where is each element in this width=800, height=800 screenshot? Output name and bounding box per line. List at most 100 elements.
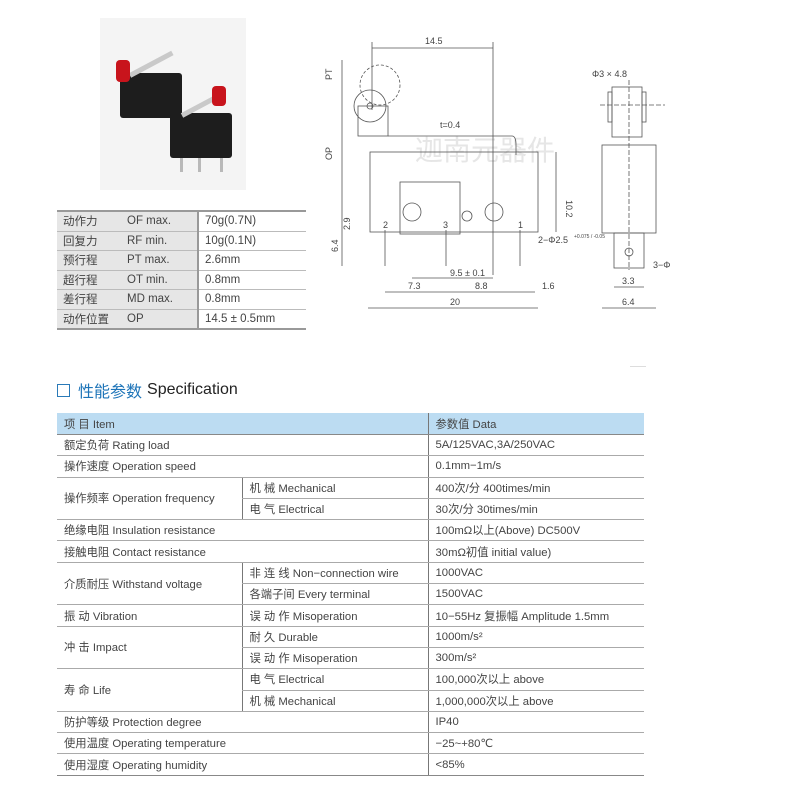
sub-item-label: 各端子间 Every terminal: [241, 583, 428, 606]
table-row: 使用湿度 Operating humidity<85%: [57, 753, 644, 776]
row-param: OF max.: [121, 210, 199, 231]
dim-top-width: 14.5: [425, 36, 443, 46]
item-label: 防护等级 Protection degree: [57, 711, 428, 734]
dim-8-8: 8.8: [475, 281, 488, 291]
item-value: 10−55Hz 复振幅 Amplitude 1.5mm: [427, 604, 644, 627]
item-label: 使用湿度 Operating humidity: [57, 753, 428, 776]
item-value: <85%: [427, 753, 644, 776]
switch-pin: [220, 158, 223, 172]
heading-en: Specification: [147, 381, 238, 398]
header-item: 项 目 Item: [57, 413, 428, 435]
dim-op: OP: [324, 147, 334, 160]
row-param: PT max.: [121, 250, 199, 270]
item-value: 400次/分 400times/min: [427, 477, 644, 499]
item-label: 操作频率 Operation frequency: [57, 477, 242, 521]
item-value: 1,000,000次以上 above: [427, 690, 644, 712]
sub-item-label: 非 连 线 Non−connection wire: [241, 562, 428, 585]
row-param: RF min.: [121, 230, 199, 251]
row-value: 0.8mm: [198, 289, 306, 309]
item-label: 绝缘电阻 Insulation resistance: [57, 519, 428, 542]
dim-1-6: 1.6: [542, 281, 555, 291]
row-label-cn: 超行程: [57, 269, 121, 290]
dim-2-9: 2.9: [342, 217, 352, 230]
item-value: IP40: [427, 711, 644, 734]
row-param: OP: [121, 308, 199, 330]
dim-height: 10.2: [564, 200, 574, 218]
sub-item-label: 机 械 Mechanical: [241, 477, 428, 499]
row-param: MD max.: [121, 289, 199, 309]
item-value: 30次/分 30times/min: [427, 498, 644, 521]
heading-cn: 性能参数: [78, 384, 143, 401]
switch-roller: [116, 60, 130, 82]
row-value: 70g(0.7N): [198, 210, 306, 231]
item-value: 300m/s²: [427, 647, 644, 670]
row-value: 0.8mm: [198, 269, 306, 290]
item-value: 1500VAC: [427, 583, 644, 606]
watermark: 迦南元器件: [415, 135, 555, 166]
row-label-cn: 动作力: [57, 210, 121, 231]
dim-pitch: 9.5 ± 0.1: [450, 268, 485, 278]
item-label: 介质耐压 Withstand voltage: [57, 562, 242, 606]
dim-20: 20: [450, 297, 460, 307]
item-label: 额定负荷 Rating load: [57, 434, 428, 457]
sub-item-label: 机 械 Mechanical: [241, 690, 428, 712]
sub-item-label: 误 动 作 Misoperation: [241, 647, 428, 670]
switch-roller: [212, 86, 226, 106]
row-label-cn: 回复力: [57, 230, 121, 251]
item-label: 接触电阻 Contact resistance: [57, 540, 428, 563]
sub-item-label: 电 气 Electrical: [241, 668, 428, 691]
dim-pt: PT: [324, 68, 334, 80]
sub-item-label: 电 气 Electrical: [241, 498, 428, 521]
pin-3-label: 3: [443, 220, 448, 230]
item-value: 0.1mm−1m/s: [427, 455, 644, 478]
item-value: 100,000次以上 above: [427, 668, 644, 691]
dim-3-3: 3.3: [622, 276, 635, 286]
item-value: 30mΩ初值 initial value): [427, 540, 644, 563]
dim-hole: 2−Φ2.5: [538, 235, 568, 245]
item-value: 1000m/s²: [427, 626, 644, 648]
row-value: 2.6mm: [198, 250, 306, 270]
row-value: 14.5 ± 0.5mm: [198, 308, 306, 330]
row-label-cn: 预行程: [57, 250, 121, 270]
switch-body: [120, 73, 182, 118]
table-header: 项 目 Item 参数值 Data: [57, 413, 644, 435]
switch-pin: [198, 158, 201, 172]
dim-side-hole: 3−Φ: [653, 260, 670, 270]
dim-7-3: 7.3: [408, 281, 421, 291]
divider: [630, 366, 646, 367]
item-label: 寿 命 Life: [57, 668, 242, 712]
dim-side-width: 6.4: [622, 297, 635, 307]
pin-1-label: 1: [518, 220, 523, 230]
row-value: 10g(0.1N): [198, 230, 306, 251]
item-value: −25~+80℃: [427, 732, 644, 755]
product-photo: [100, 18, 246, 190]
table-row: 使用温度 Operating temperature−25~+80℃: [57, 732, 644, 755]
header-data: 参数值 Data: [427, 413, 644, 435]
dim-thickness: t=0.4: [440, 120, 460, 130]
row-label-cn: 动作位置: [57, 308, 121, 330]
checkbox-square-icon: [57, 383, 70, 397]
switch-body: [170, 113, 232, 158]
sub-item-label: 耐 久 Durable: [241, 626, 428, 648]
row-label-cn: 差行程: [57, 289, 121, 309]
